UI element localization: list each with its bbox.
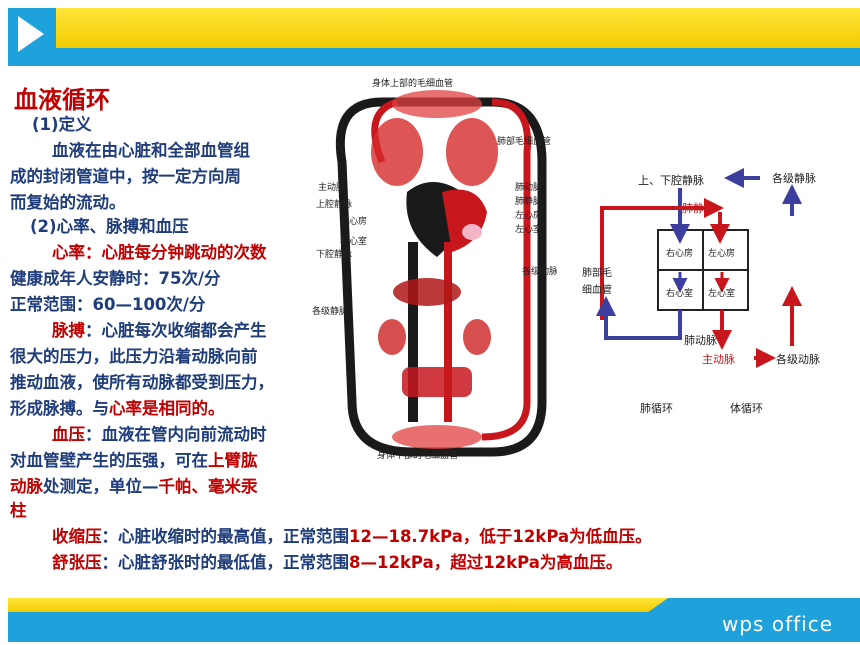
bp-term: 血压 xyxy=(52,425,85,444)
bp-site-a: 上臂肱 xyxy=(208,451,258,470)
right-kidney xyxy=(463,319,491,355)
label-right-ventricle: 右心室 xyxy=(340,235,367,247)
flow-lung-capillaries-a: 肺部毛 xyxy=(582,266,612,279)
lower-capillary-bed xyxy=(392,425,482,449)
bp-text-2: 对血管壁产生的压强，可在 xyxy=(10,451,208,470)
label-aorta: 主动脉 xyxy=(318,181,345,193)
definition-line-1: 血液在由心脏和全部血管组 xyxy=(52,141,250,160)
bp-units-a: 千帕、毫米汞 xyxy=(158,477,258,496)
flow-pulm-artery: 肺动脉 xyxy=(684,333,717,347)
normal-range-line: 正常范围：60—100次/分 xyxy=(10,295,206,314)
heart-chamber xyxy=(462,224,482,240)
footer-yellow-bar xyxy=(8,598,668,612)
pulse-line-2: 很大的压力，此压力沿着动脉向前 xyxy=(10,347,258,366)
pulse-line-3: 推动血液，使所有动脉都受到压力， xyxy=(10,373,274,392)
arrow-lung-to-pulm-vein xyxy=(600,198,724,320)
flow-pulm-vein: 肺静脉 xyxy=(682,201,715,215)
intestine xyxy=(402,367,472,397)
label-inf-vena-cava: 下腔静脉 xyxy=(316,248,352,260)
bp-site-b: 动脉 xyxy=(10,477,43,496)
label-sup-vena-cava: 上腔静脉 xyxy=(316,198,352,210)
bp-measure: 处测定，单位— xyxy=(43,477,159,496)
diastolic-range: 8—12kPa，超过12kPa为高血压。 xyxy=(349,553,623,572)
circulation-diagram: 身体上部的毛细血管 肺部毛细血管 主动脉 上腔静脉 右心房 右心室 下腔静脉 肺… xyxy=(312,77,557,460)
label-arteries: 各级动脉 xyxy=(522,265,557,277)
bp-text-1: ：血液在管内向前流动时 xyxy=(85,425,267,444)
venous-loop xyxy=(335,97,547,457)
definition-line-3: 而复始的流动。 xyxy=(10,193,126,212)
label-pulm-artery: 肺动脉 xyxy=(515,181,542,193)
heart-rate-term: 心率： xyxy=(52,243,102,262)
upper-capillary-bed xyxy=(392,90,482,118)
wps-office-logo: wps office xyxy=(722,612,834,636)
bp-line-1: 血压：血液在管内向前流动时 xyxy=(52,422,267,448)
aorta-trunk xyxy=(444,242,452,422)
header-yellow-bar xyxy=(56,8,860,48)
label-veins: 各级静脉 xyxy=(312,305,348,317)
left-kidney xyxy=(378,319,406,355)
play-arrow-icon xyxy=(18,16,44,52)
label-left-atrium: 左心房 xyxy=(515,209,542,221)
label-lower-capillaries: 身体下部的毛细血管 xyxy=(377,449,458,460)
flow-aorta: 主动脉 xyxy=(702,352,735,366)
bp-line-2: 对血管壁产生的压强，可在上臂肱 xyxy=(10,448,258,474)
diastolic-definition: ：心脏舒张时的最低值，正常范围 xyxy=(101,553,350,572)
label-right-atrium: 右心房 xyxy=(340,215,367,227)
label-lung-capillaries: 肺部毛细血管 xyxy=(497,135,551,147)
right-lung xyxy=(446,118,498,186)
bp-line-3: 动脉处测定，单位—千帕、毫米汞 xyxy=(10,474,258,500)
systolic-term: 收缩压 xyxy=(52,527,102,546)
resting-rate: 健康成年人安静时：75次/分 xyxy=(10,269,221,288)
label-upper-capillaries: 身体上部的毛细血管 xyxy=(372,77,453,89)
label-left-ventricle: 左心室 xyxy=(515,223,542,235)
flow-right-atrium: 右心房 xyxy=(666,247,693,259)
flow-lung-capillaries-b: 细血管 xyxy=(582,283,612,296)
heart-rate-line: 心率：心脏每分钟跳动的次数 xyxy=(52,240,267,266)
diastolic-line: 舒张压：心脏舒张时的最低值，正常范围8—12kPa，超过12kPa为高血压。 xyxy=(52,550,622,576)
flow-vena-cava: 上、下腔静脉 xyxy=(638,173,704,187)
descending-artery xyxy=(481,98,532,441)
bp-units-b: 柱 xyxy=(10,501,27,520)
arrow-rv-to-lung xyxy=(596,296,682,340)
definition-line-2: 成的封闭管道中，按一定方向周 xyxy=(10,167,241,186)
pulse-line-4: 形成脉搏。与心率是相同的。 xyxy=(10,396,225,422)
label-pulm-vein: 肺静脉 xyxy=(515,195,542,207)
systolic-line: 收缩压：心脏收缩时的最高值，正常范围12—18.7kPa，低于12kPa为低血压… xyxy=(52,524,652,550)
left-lung xyxy=(371,118,423,186)
flow-veins: 各级静脉 xyxy=(772,171,816,185)
section-definition-heading: (1)定义 xyxy=(32,115,92,134)
systolic-definition: ：心脏收缩时的最高值，正常范围 xyxy=(101,527,350,546)
systolic-range: 12—18.7kPa，低于12kPa为低血压。 xyxy=(349,527,652,546)
pulse-text-4: 形成脉搏。与 xyxy=(10,399,109,418)
diastolic-term: 舒张压 xyxy=(52,553,102,572)
flow-systemic-circulation: 体循环 xyxy=(730,401,763,415)
section-rates-heading: (2)心率、脉搏和血压 xyxy=(30,217,189,236)
flow-right-ventricle: 右心室 xyxy=(666,287,693,299)
pulse-text-1: ：心脏每次收缩都会产生 xyxy=(85,321,267,340)
flow-pulmonary-circulation: 肺循环 xyxy=(640,402,673,415)
slide-title: 血液循环 xyxy=(14,86,110,114)
bp-line-4: 柱 xyxy=(10,498,27,524)
circulation-flow-diagram: 上、下腔静脉 各级静脉 肺静脉 右心房 左心房 右心室 左心室 肺部毛 细血管 … xyxy=(582,168,820,415)
heart-rate-definition: 心脏每分钟跳动的次数 xyxy=(101,243,267,262)
flow-left-ventricle: 左心室 xyxy=(708,287,735,299)
resting-rate-line: 健康成年人安静时：75次/分 xyxy=(10,266,221,292)
pulse-term: 脉搏 xyxy=(52,321,85,340)
pulse-same-term: 心率 xyxy=(109,399,142,418)
flow-left-atrium: 左心房 xyxy=(708,247,735,259)
inferior-vena-cava xyxy=(408,242,418,422)
pulse-same-rest: 是相同的。 xyxy=(142,399,225,418)
liver xyxy=(393,278,461,306)
flow-arteries: 各级动脉 xyxy=(776,352,820,366)
pulse-line-1: 脉搏：心脏每次收缩都会产生 xyxy=(52,318,267,344)
